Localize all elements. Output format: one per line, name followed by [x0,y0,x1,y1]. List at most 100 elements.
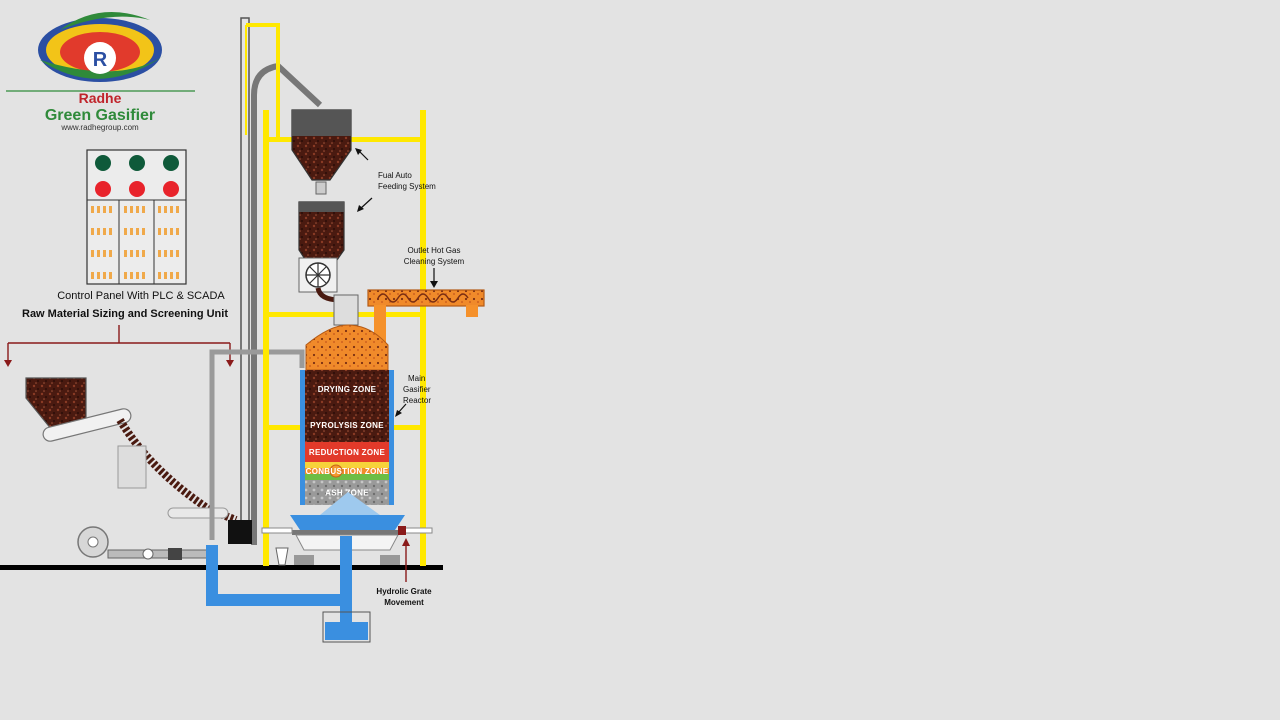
breaker-slot [91,250,94,257]
hopper-top-cap [292,110,351,136]
breaker-slot [170,228,173,235]
green-indicator-light [129,155,145,171]
yellow-pipe [246,23,280,140]
screening-conveyor [42,408,132,442]
red-indicator-light [129,181,145,197]
water-seal-system [206,536,371,643]
outlet-label-line2: Cleaning System [404,257,465,266]
brand-name-line2: Green Gasifier [45,107,155,124]
breaker-slot [97,228,100,235]
breaker-slot [109,206,112,213]
green-indicator-light [95,155,111,171]
breaker-slot [97,206,100,213]
zone-band [305,408,389,442]
arrow-pointer-icon [359,197,373,210]
breaker-slot [136,272,139,279]
screen-chute [117,445,147,489]
breaker-slot [158,272,161,279]
blower-hub [87,536,99,548]
reactor-label-line3: Reactor [403,396,431,405]
breaker-slot [170,206,173,213]
breaker-slot [97,272,100,279]
annotations: Fual Auto Feeding System Outlet Hot Gas … [355,148,465,607]
zone-band-tint [305,474,389,480]
breaker-slot [176,206,179,213]
breaker-slot [164,250,167,257]
zone-band-tint [305,442,389,462]
reactor-zones: DRYING ZONE PYROLYSIS ZONE REDUCTION ZONE C… [305,370,389,505]
grate-cylinder-left [261,527,293,534]
grate-cone [320,492,380,515]
breaker-slot [124,250,127,257]
outlet-hot-gas-system [367,289,485,345]
breaker-slot [158,250,161,257]
zone-band [305,370,389,408]
breaker-slot [176,250,179,257]
arrow-head-icon [357,205,364,212]
zone-label: DRYING ZONE [318,385,377,394]
pipe-flange [168,548,182,560]
ground-line [0,565,443,570]
breaker-slot [142,250,145,257]
feed-motor-box [228,520,252,544]
fuel-feeding-label-line1: Fual Auto [378,171,412,180]
logo-top-leaf [60,12,150,30]
breaker-slot [103,250,106,257]
reactor-label-line2: Gasifier [403,385,431,394]
hopper-valve [315,181,327,195]
reactor-jacket-right [389,370,394,505]
rotary-feeder-spokes [306,263,330,287]
gas-cleaning-conveyor [367,289,485,307]
zone-label: PYROLYSIS ZONE [310,421,384,430]
breaker-slot [176,228,179,235]
breaker-slot [164,272,167,279]
breaker-slot [142,272,145,279]
breaker-slot [103,272,106,279]
grate-label-line2: Movement [384,598,424,607]
air-valve-icon [142,548,154,560]
reactor-foot [294,555,314,565]
arrow-down-icon [226,360,234,367]
breaker-slot [97,250,100,257]
zone-band-tint [305,462,389,468]
breaker-slot [136,250,139,257]
zone-label: REDUCTION ZONE [309,448,386,457]
breaker-slot [142,206,145,213]
zone-label: CONBUSTION ZONE [306,467,389,476]
breaker-slot [130,272,133,279]
grate-cylinder-right [401,527,433,534]
arrow-head-icon [430,281,438,288]
breaker-slot [130,228,133,235]
control-panel [86,149,187,285]
fuel-feeding-label-line2: Feeding System [378,182,436,191]
outlet-label-line1: Outlet Hot Gas [408,246,461,255]
arrow-down-icon [4,360,12,367]
raw-material-label: Raw Material Sizing and Screening Unit [22,308,228,320]
main-gasifier-reactor: DRYING ZONE PYROLYSIS ZONE REDUCTION ZONE C… [300,324,394,505]
drain-cup [275,547,289,566]
arrow-up-icon [402,538,410,546]
breaker-slot [158,228,161,235]
reactor-jacket-left [300,370,305,505]
breaker-slot [124,272,127,279]
grate-bed [290,515,405,530]
logo-center-disc [84,42,116,74]
grate-actuator [398,526,406,535]
green-indicator-light [163,155,179,171]
breaker-slot [136,228,139,235]
breaker-slot [142,228,145,235]
reactor-foot [380,555,400,565]
breaker-slot [130,250,133,257]
breaker-slot [164,228,167,235]
breaker-slot [164,206,167,213]
breaker-slot [130,206,133,213]
logo-letter: R [93,49,108,71]
breaker-slot [170,272,173,279]
breaker-slot [91,206,94,213]
screw-auger [377,293,469,303]
arrow-head-icon [355,148,362,155]
breaker-slot [109,228,112,235]
control-panel-cabinet [86,149,187,285]
breaker-slot [91,228,94,235]
